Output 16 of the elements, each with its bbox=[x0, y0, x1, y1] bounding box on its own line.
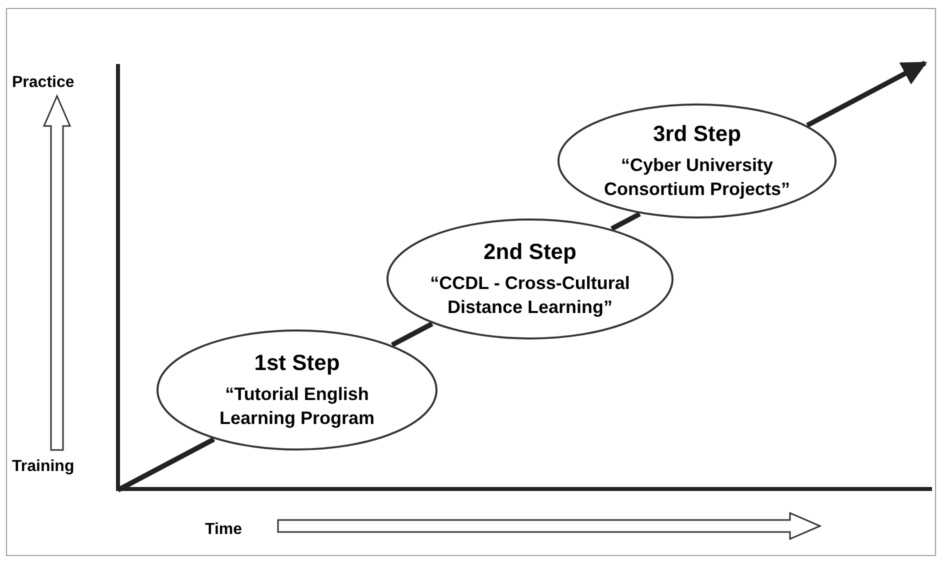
axis-label: Time bbox=[205, 521, 242, 539]
connector-line bbox=[610, 212, 641, 231]
arrow bbox=[806, 60, 928, 128]
step-heading: 2nd Step bbox=[484, 239, 576, 265]
step-heading: 1st Step bbox=[254, 350, 340, 376]
step-ellipse bbox=[557, 103, 837, 219]
step-description: “CCDL - Cross-Cultural Distance Learning” bbox=[429, 272, 631, 319]
step-description: “Cyber University Consortium Projects” bbox=[602, 154, 792, 201]
axis-label: Practice bbox=[12, 74, 74, 92]
connector-line bbox=[390, 322, 434, 348]
axis-label: Training bbox=[12, 458, 74, 476]
step-ellipse bbox=[386, 218, 674, 340]
step-heading: 3rd Step bbox=[652, 121, 742, 147]
connector-line bbox=[116, 437, 216, 492]
step-description: “Tutorial English Learning Program bbox=[218, 383, 376, 430]
step-ellipse bbox=[156, 329, 438, 451]
